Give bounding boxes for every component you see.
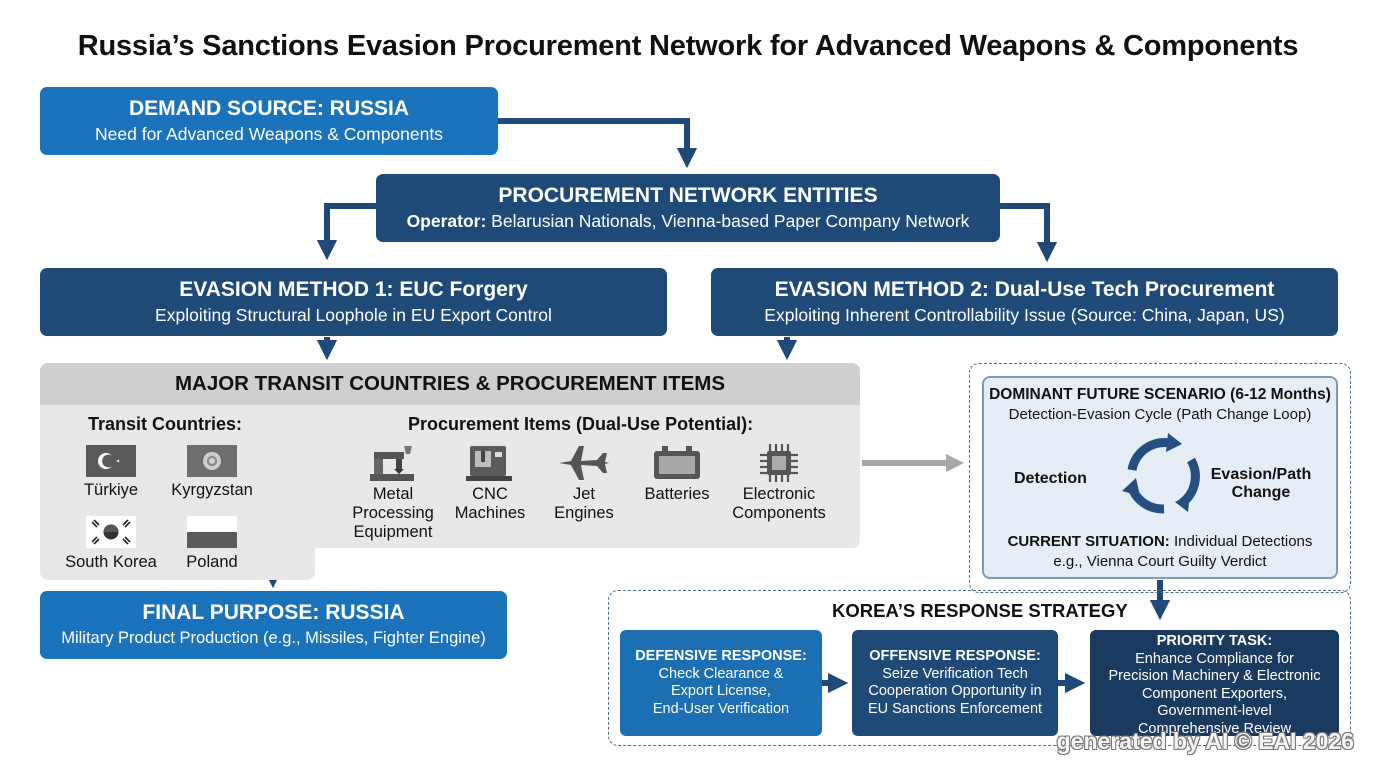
network-heading: PROCUREMENT NETWORK ENTITIES (498, 184, 878, 207)
item-label-cnc: CNC Machines (454, 485, 526, 522)
demand-heading: DEMAND SOURCE: RUSSIA (128, 97, 409, 120)
evasion-method-1-box: EVASION METHOD 1: EUC Forgery Exploiting… (40, 268, 667, 336)
south-korea-flag-icon (86, 516, 136, 548)
cnc-machine-icon (466, 446, 512, 481)
method2-heading: EVASION METHOD 2: Dual-Use Tech Procurem… (774, 278, 1275, 301)
arrow-network-to-method1 (316, 203, 376, 261)
procurement-items-label: Procurement Items (Dual-Use Potential): (408, 414, 754, 434)
item-label-metal: Metal Processing Equipment (352, 485, 434, 541)
method2-text: Exploiting Inherent Controllability Issu… (764, 305, 1285, 325)
country-label-kyrgyzstan: Kyrgyzstan (171, 481, 253, 499)
network-operator: Operator: Belarusian Nationals, Vienna-b… (406, 211, 970, 231)
country-label-south-korea: South Korea (65, 553, 157, 571)
korea-outline (608, 590, 1351, 746)
future-scenario-box: DOMINANT FUTURE SCENARIO (6-12 Months) D… (982, 376, 1338, 579)
final-text: Military Product Production (e.g., Missi… (61, 629, 486, 647)
kyrgyzstan-flag-icon (187, 445, 237, 477)
cycle-evasion-label: Evasion/Path Change (1210, 466, 1312, 501)
final-purpose-box: FINAL PURPOSE: RUSSIA Military Product P… (40, 591, 507, 659)
final-heading: FINAL PURPOSE: RUSSIA (142, 601, 405, 624)
scenario-outline (969, 363, 1351, 593)
cycle-detection-label: Detection (1014, 470, 1087, 487)
transit-panel-extension (40, 540, 315, 580)
scenario-heading: DOMINANT FUTURE SCENARIO (6-12 Months) (989, 386, 1331, 403)
poland-flag-icon (187, 516, 237, 548)
procurement-network-box: PROCUREMENT NETWORK ENTITIES Operator: B… (376, 174, 1000, 242)
country-label-poland: Poland (186, 553, 238, 571)
priority-task-box: PRIORITY TASK: Enhance Compliance for Pr… (1090, 630, 1339, 736)
jet-icon (559, 446, 609, 480)
item-label-batteries: Batteries (644, 485, 710, 503)
metal-processing-icon (370, 446, 414, 481)
battery-icon (654, 446, 700, 479)
current-example: e.g., Vienna Court Guilty Verdict (1053, 553, 1267, 570)
cycle-loop-icon (1122, 433, 1200, 514)
item-label-electronics: Electronic Components (732, 485, 826, 522)
scenario-subheading: Detection-Evasion Cycle (Path Change Loo… (1008, 406, 1312, 423)
arrow-demand-to-network (497, 118, 698, 169)
country-label-turkiye: Türkiye (83, 481, 139, 499)
transit-countries-label: Transit Countries: (88, 414, 243, 434)
demand-source-box: DEMAND SOURCE: RUSSIA Need for Advanced … (40, 87, 498, 155)
current-situation: CURRENT SITUATION: Individual Detections (1007, 533, 1313, 550)
offensive-response-box: OFFENSIVE RESPONSE: Seize Verification T… (852, 630, 1058, 736)
evasion-method-2-box: EVASION METHOD 2: Dual-Use Tech Procurem… (711, 268, 1338, 336)
turkiye-flag-icon (86, 445, 136, 477)
method1-text: Exploiting Structural Loophole in EU Exp… (155, 305, 552, 325)
korea-strategy-heading: KOREA’S RESPONSE STRATEGY (832, 600, 1128, 621)
method1-heading: EVASION METHOD 1: EUC Forgery (179, 278, 528, 301)
watermark: generated by AI © EAI 2026 (1056, 728, 1354, 754)
defensive-response-box: DEFENSIVE RESPONSE: Check Clearance & Ex… (620, 630, 822, 736)
demand-text: Need for Advanced Weapons & Components (95, 124, 443, 144)
chip-icon (760, 444, 798, 482)
item-label-jet: Jet Engines (554, 485, 614, 522)
arrow-network-to-method2 (1000, 203, 1058, 263)
transit-heading: MAJOR TRANSIT COUNTRIES & PROCUREMENT IT… (40, 363, 860, 405)
page-title: Russia’s Sanctions Evasion Procurement N… (77, 30, 1299, 62)
